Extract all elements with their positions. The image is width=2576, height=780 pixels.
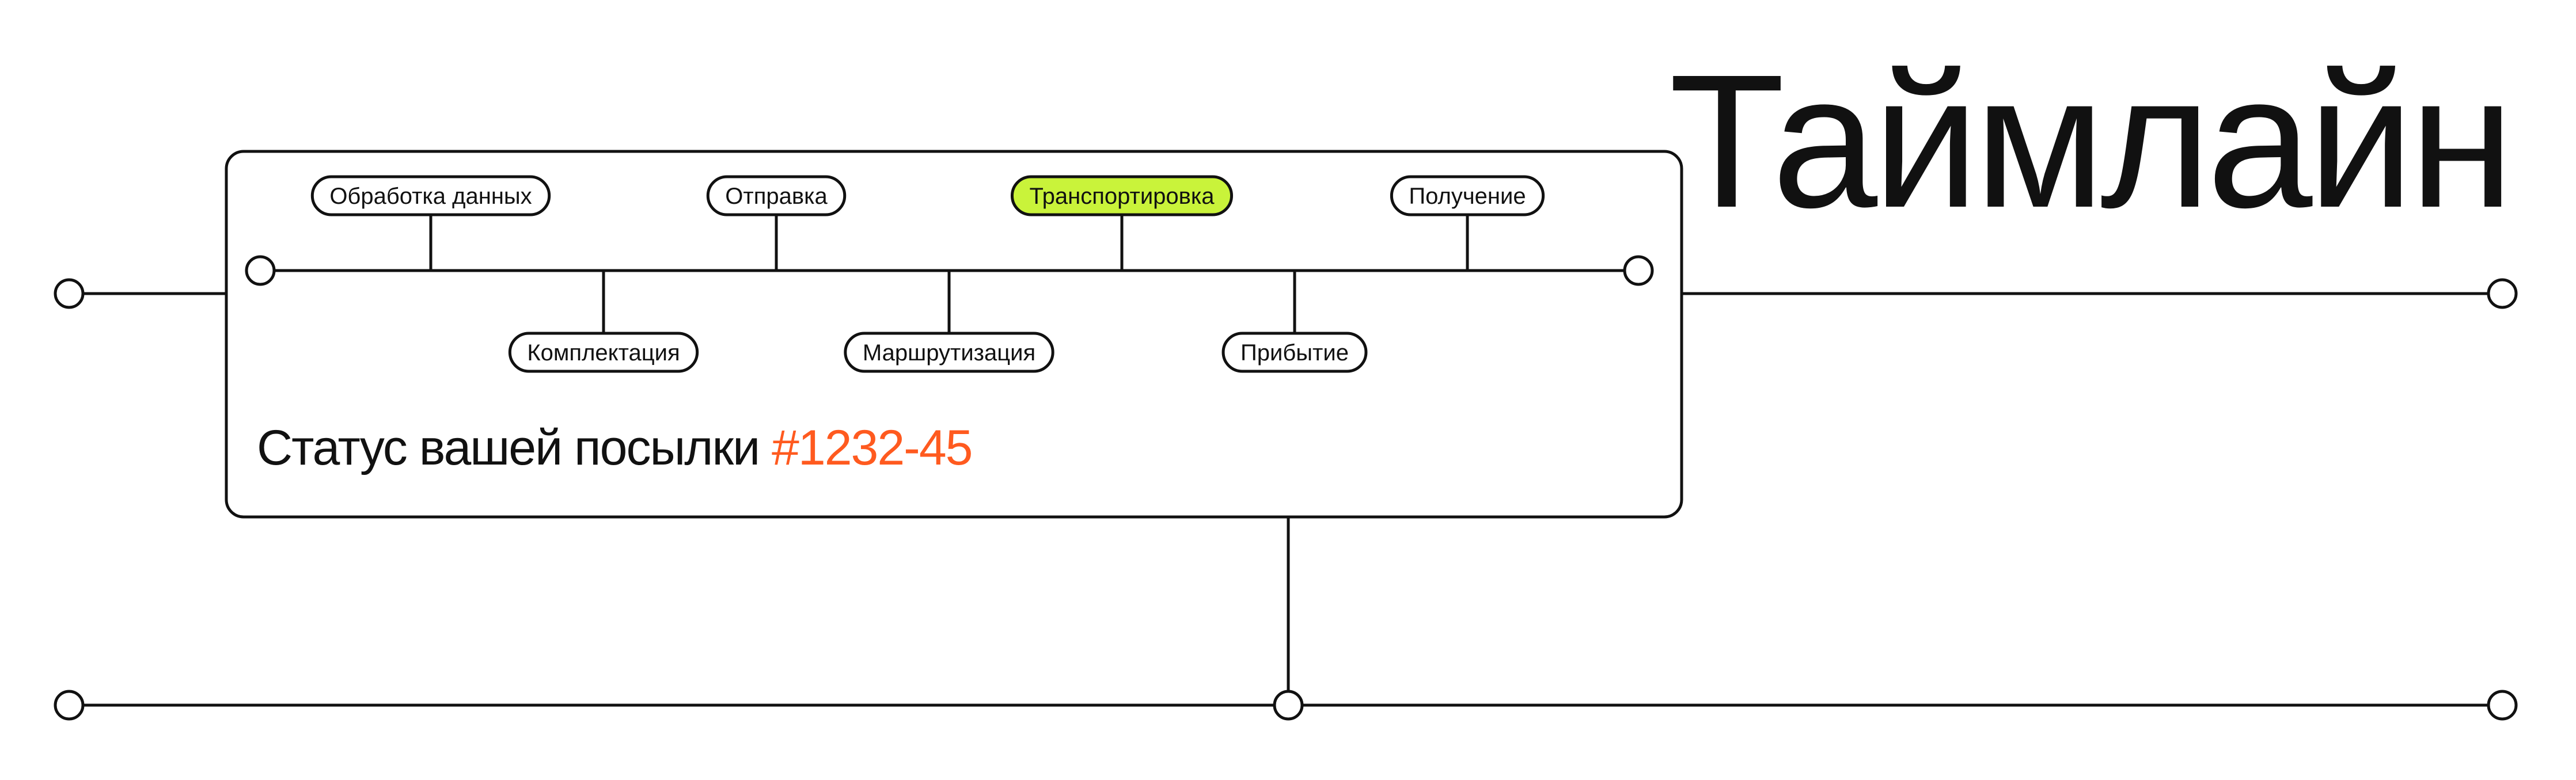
parcel-status: Статус вашей посылки #1232-45 (257, 420, 973, 475)
step-label: Прибытие (1240, 340, 1349, 366)
step-pill-active[interactable] (1010, 175, 1234, 216)
parcel-number[interactable]: #1232-45 (772, 420, 973, 475)
step-pill[interactable] (1390, 175, 1545, 216)
step-pill[interactable] (508, 332, 699, 373)
card-end-node[interactable] (1623, 255, 1654, 286)
timeline-step[interactable]: Обработка данных (310, 175, 551, 271)
step-pill[interactable] (310, 175, 551, 216)
step-label: Отправка (725, 184, 828, 209)
card-start-node[interactable] (245, 255, 276, 286)
right-node[interactable] (2487, 278, 2518, 309)
timeline-step[interactable]: Получение (1390, 175, 1545, 271)
page-title: Таймлайн (1668, 35, 2514, 247)
timeline-step[interactable]: Комплектация (508, 271, 699, 373)
timeline-step[interactable]: Транспортировка (1010, 175, 1234, 271)
step-label: Маршрутизация (863, 340, 1035, 366)
timeline-step[interactable]: Отправка (706, 175, 847, 271)
step-label: Комплектация (527, 340, 680, 366)
bottom-right-node[interactable] (2487, 690, 2518, 721)
step-label: Транспортировка (1029, 184, 1215, 209)
status-label: Статус вашей посылки (257, 420, 760, 475)
step-pill[interactable] (1221, 332, 1368, 373)
step-label: Обработка данных (329, 184, 532, 209)
bottom-left-node[interactable] (54, 690, 85, 721)
left-node[interactable] (54, 278, 85, 309)
step-pill[interactable] (844, 332, 1054, 373)
timeline-step[interactable]: Маршрутизация (844, 271, 1054, 373)
step-label: Получение (1409, 184, 1526, 209)
step-pill[interactable] (706, 175, 847, 216)
bottom-center-node[interactable] (1273, 690, 1304, 721)
timeline-step[interactable]: Прибытие (1221, 271, 1368, 373)
